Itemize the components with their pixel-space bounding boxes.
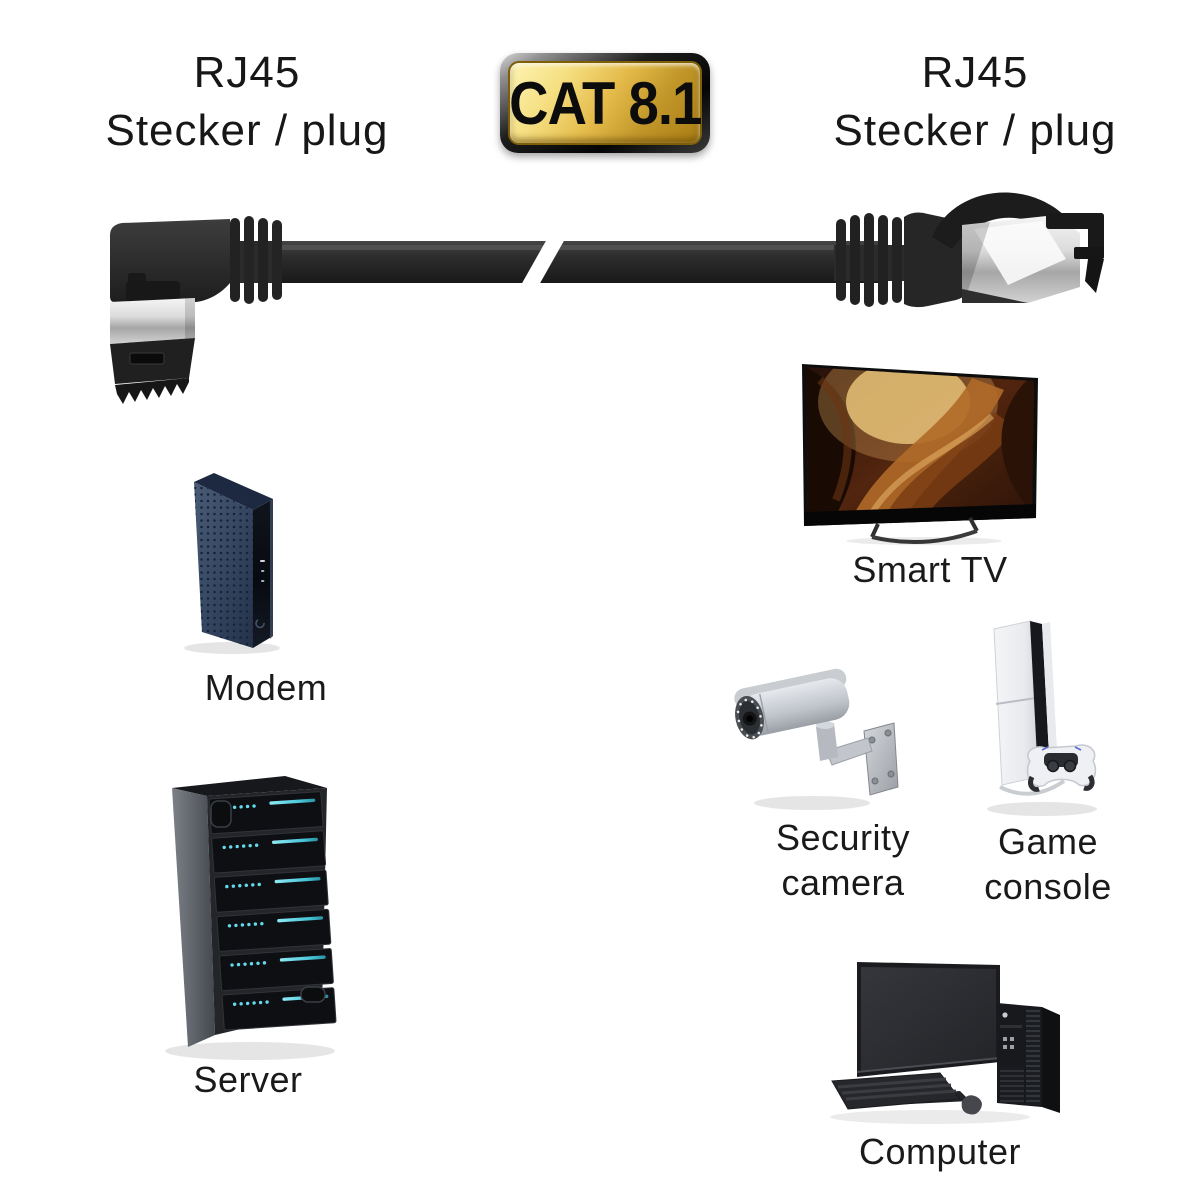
right-plug-label-line1: RJ45 (921, 48, 1029, 97)
smart-tv-image (802, 364, 1038, 545)
computer-image (830, 962, 1060, 1124)
cat-8-1-badge: CAT 8.1 (500, 53, 710, 153)
cable-break-slash (521, 239, 565, 285)
ethernet-cable-image (110, 192, 1104, 404)
server-label: Server (193, 1059, 303, 1100)
right-plug-label-line2: Stecker / plug (833, 106, 1117, 156)
right-plug-label: RJ45 Stecker / plug (790, 44, 1160, 160)
modem-image (184, 473, 280, 654)
security-camera-image (734, 668, 899, 810)
game-console-label: Game console (984, 821, 1112, 907)
left-plug-label-line2: Stecker / plug (105, 106, 389, 156)
server-image (165, 776, 337, 1060)
modem-label: Modem (204, 667, 328, 708)
smart-tv-label: Smart TV (852, 549, 1008, 590)
computer-shadow (830, 1110, 1030, 1124)
console-shadow (987, 802, 1097, 816)
cat-8-1-badge-text: CAT 8.1 (508, 69, 702, 137)
server-bay (208, 791, 324, 835)
left-plug-label-line1: RJ45 (193, 48, 301, 97)
game-console-image (987, 620, 1097, 816)
tv-shadow (846, 537, 1002, 545)
modem-shadow (184, 642, 280, 654)
server-shadow (165, 1042, 335, 1060)
left-plug-label: RJ45 Stecker / plug (62, 44, 432, 160)
left-rj45-angled-plug (110, 216, 282, 404)
computer-label: Computer (858, 1131, 1022, 1172)
cat-8-1-badge-face: CAT 8.1 (508, 61, 702, 145)
camera-shadow (754, 796, 870, 810)
right-rj45-straight-plug (834, 192, 1104, 308)
security-camera-label: Security camera (775, 817, 911, 903)
